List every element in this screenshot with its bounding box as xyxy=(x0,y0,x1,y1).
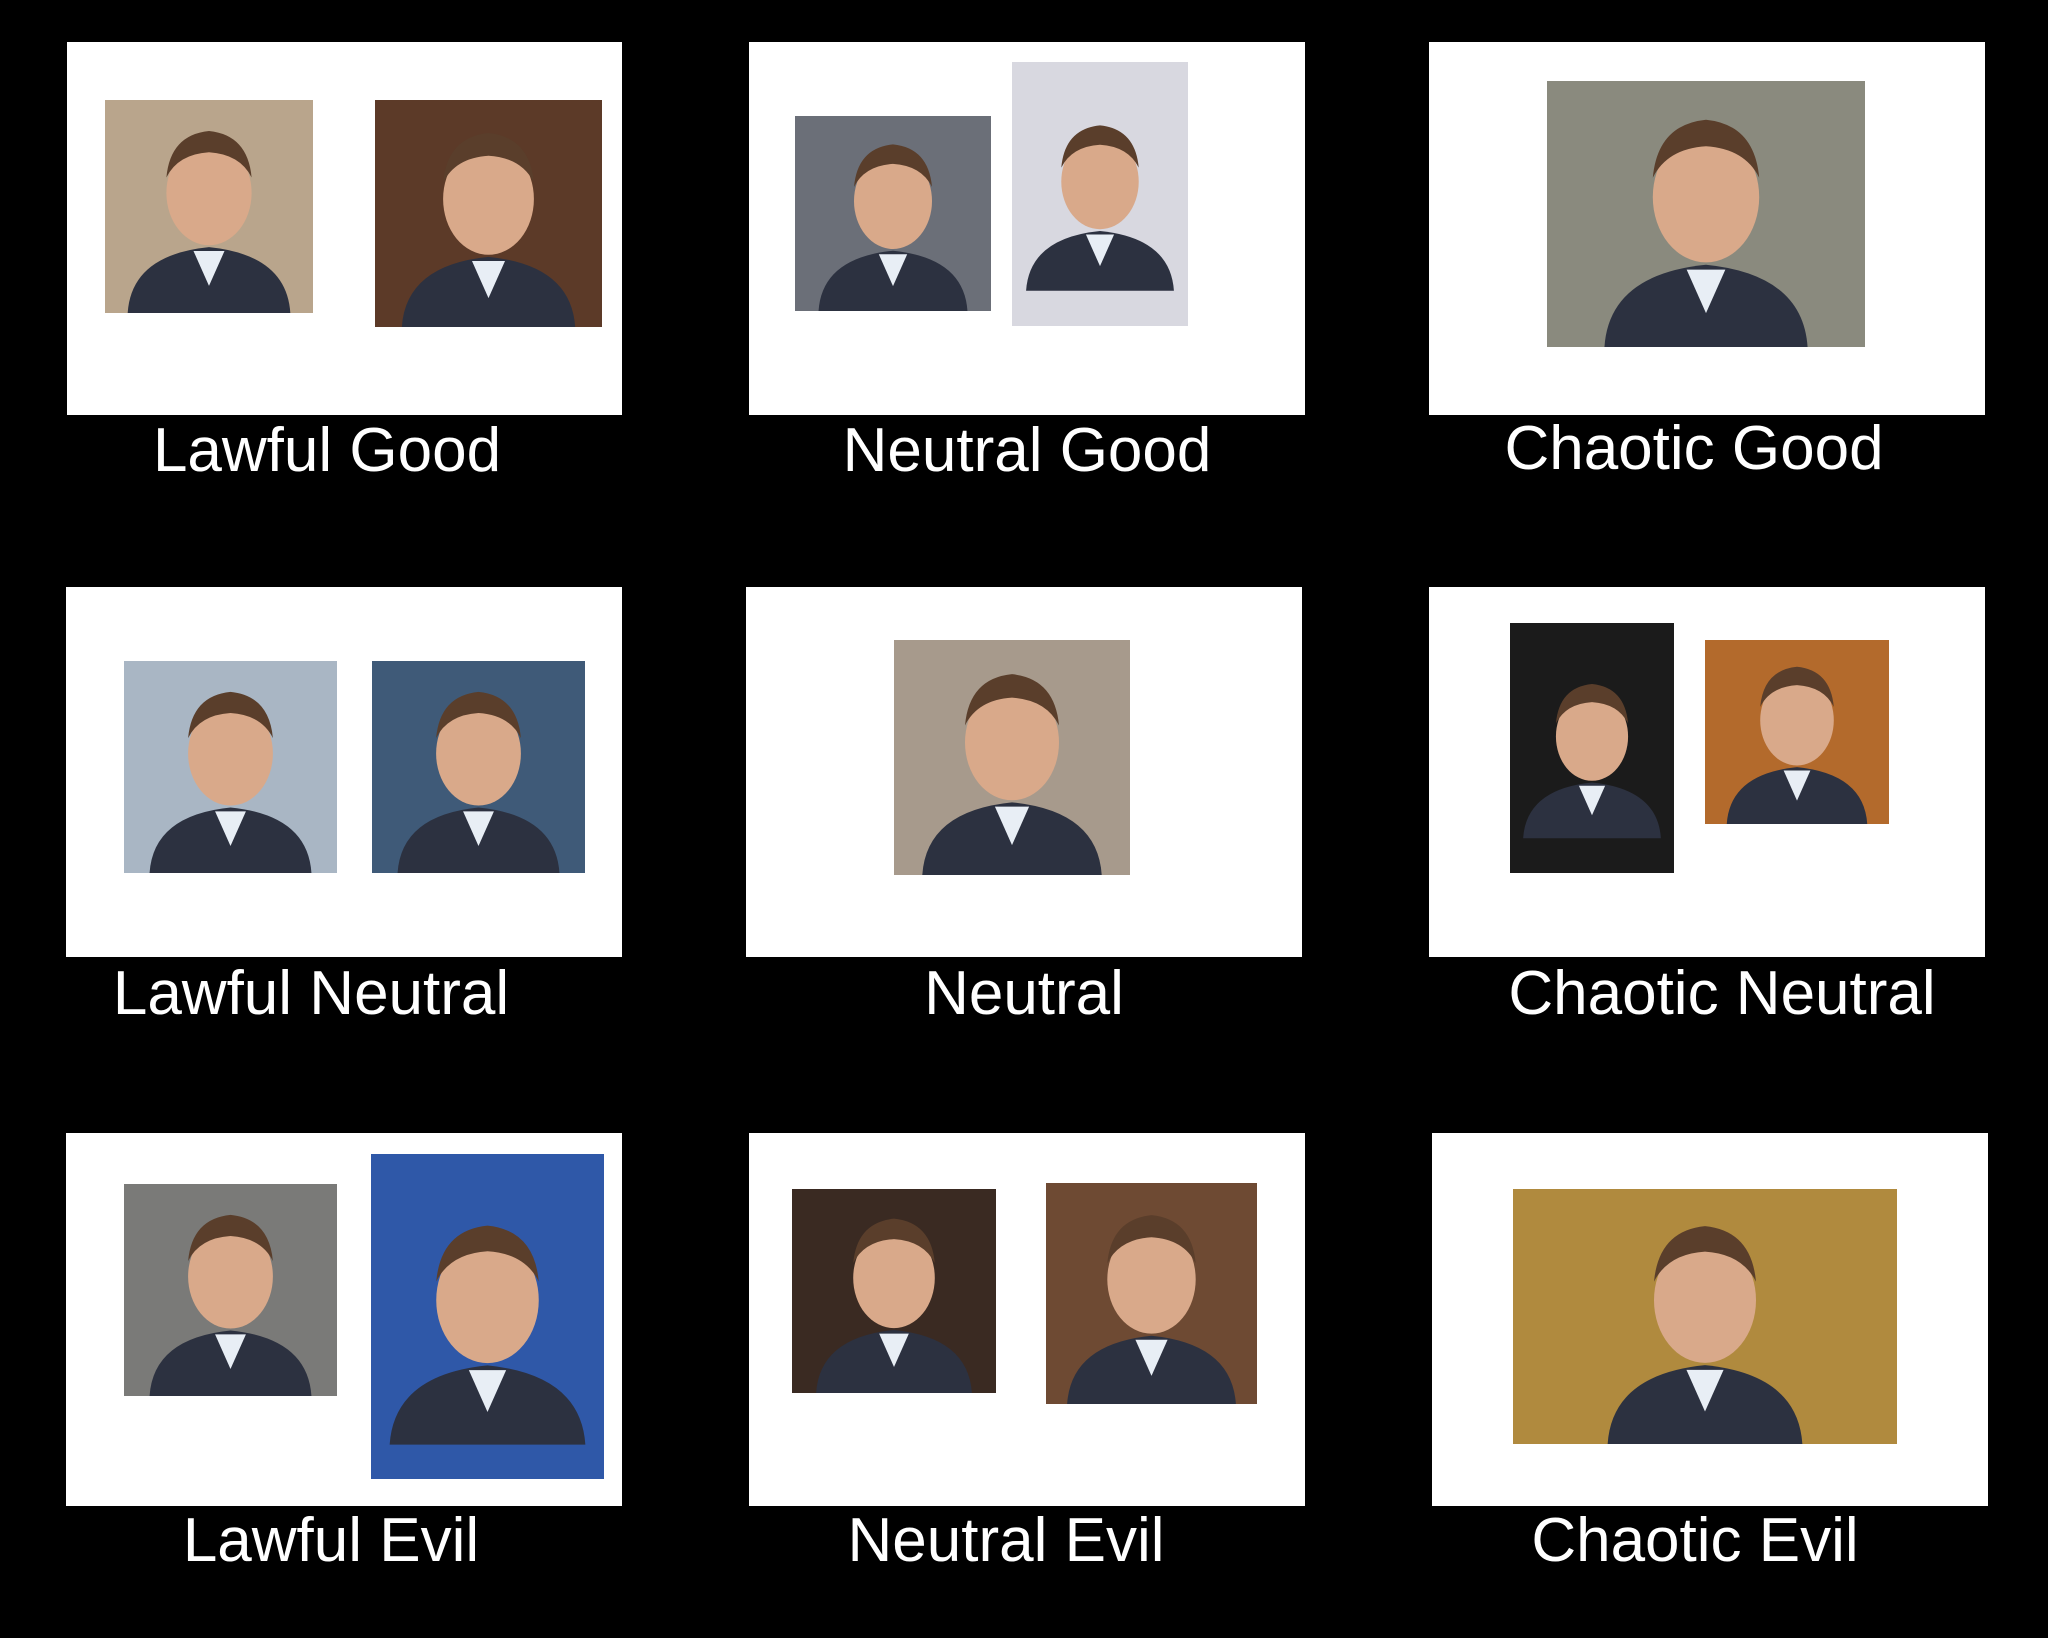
person-photo xyxy=(1513,1189,1897,1444)
alignment-label: Neutral Evil xyxy=(847,1506,1165,1575)
face-icon xyxy=(1510,623,1674,873)
face-icon xyxy=(371,1154,604,1479)
person-photo xyxy=(1046,1183,1257,1404)
person-photo xyxy=(371,1154,604,1479)
face-icon xyxy=(894,640,1130,875)
panel-neutral xyxy=(746,587,1302,957)
panel-lawful-neutral xyxy=(66,587,622,957)
alignment-label: Neutral Good xyxy=(842,416,1212,485)
alignment-label: Lawful Good xyxy=(152,416,502,485)
panel-chaotic-good xyxy=(1429,42,1985,415)
panel-neutral-evil xyxy=(749,1133,1305,1506)
person-photo xyxy=(124,1184,337,1396)
alignment-label: Lawful Evil xyxy=(182,1506,480,1575)
panel-chaotic-neutral xyxy=(1429,587,1985,957)
alignment-label: Lawful Neutral xyxy=(112,959,510,1028)
face-icon xyxy=(1705,640,1889,824)
alignment-label: Neutral xyxy=(924,959,1124,1028)
face-icon xyxy=(105,100,313,313)
person-photo xyxy=(124,661,337,873)
person-photo xyxy=(1012,62,1188,326)
alignment-label: Chaotic Evil xyxy=(1531,1506,1859,1575)
face-icon xyxy=(1513,1189,1897,1444)
face-icon xyxy=(124,1184,337,1396)
face-icon xyxy=(795,116,991,311)
person-photo xyxy=(375,100,602,327)
panel-neutral-good xyxy=(749,42,1305,415)
panel-lawful-good xyxy=(67,42,622,415)
person-photo xyxy=(1547,81,1865,347)
person-photo xyxy=(105,100,313,313)
person-photo xyxy=(795,116,991,311)
person-photo xyxy=(792,1189,996,1393)
panel-lawful-evil xyxy=(66,1133,622,1506)
panel-chaotic-evil xyxy=(1432,1133,1988,1506)
face-icon xyxy=(792,1189,996,1393)
person-photo xyxy=(1510,623,1674,873)
face-icon xyxy=(1012,62,1188,326)
face-icon xyxy=(1046,1183,1257,1404)
face-icon xyxy=(1547,81,1865,347)
person-photo xyxy=(372,661,585,873)
face-icon xyxy=(375,100,602,327)
alignment-label: Chaotic Neutral xyxy=(1508,959,1936,1028)
person-photo xyxy=(1705,640,1889,824)
face-icon xyxy=(372,661,585,873)
face-icon xyxy=(124,661,337,873)
person-photo xyxy=(894,640,1130,875)
alignment-label: Chaotic Good xyxy=(1504,414,1884,483)
